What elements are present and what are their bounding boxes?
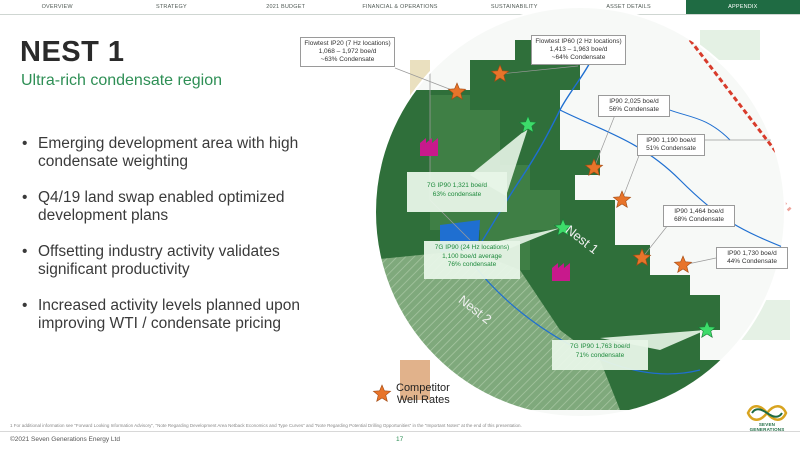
nav-financial-operations[interactable]: FINANCIAL & OPERATIONS xyxy=(362,4,438,10)
competitor-star-icon xyxy=(447,82,467,100)
footer-divider xyxy=(0,431,800,432)
logo-mark-icon xyxy=(746,405,788,421)
callout-pointer xyxy=(600,330,706,350)
legend-line: Well Rates xyxy=(396,394,450,406)
callout-ip90-1464: IP90 1,464 boe/d 68% Condensate xyxy=(663,205,735,227)
nav-strategy[interactable]: STRATEGY xyxy=(156,4,187,10)
nav-asset-details[interactable]: ASSET DETAILS xyxy=(606,4,651,10)
map-legend: Competitor Well Rates xyxy=(368,380,498,410)
callout-line: ~64% Condensate xyxy=(551,54,606,61)
callout-7g-1321: 7G IP90 1,321 boe/d 63% condensate xyxy=(407,172,507,212)
river xyxy=(559,109,785,251)
footnote: 1 For additional information see "Forwar… xyxy=(10,423,522,428)
top-nav: OVERVIEW STRATEGY 2021 BUDGET FINANCIAL … xyxy=(0,0,800,15)
callout-line: IP90 1,730 boe/d xyxy=(727,250,777,257)
callout-line: 7G IP90 (24 Hz locations) xyxy=(434,244,510,251)
pipeline xyxy=(688,39,785,171)
competitor-star-icon xyxy=(372,384,392,402)
callout-line: 7G IP90 1,763 boe/d xyxy=(570,343,630,350)
callout-line: 1,068 – 1,972 boe/d xyxy=(318,48,377,55)
callout-ip90-1730: IP90 1,730 boe/d 44% Condensate xyxy=(716,247,788,269)
callout-line: 1,100 boe/d average xyxy=(442,252,502,260)
callout-line: 7G IP90 1,321 boe/d xyxy=(427,182,487,189)
bullet-item: Increased activity levels planned upon i… xyxy=(22,297,322,333)
bullet-item: Q4/19 land swap enabled optimized develo… xyxy=(22,189,322,225)
copyright: ©2021 Seven Generations Energy Ltd xyxy=(10,436,120,443)
logo-text: SEVEN GENERATIONS xyxy=(749,422,785,432)
competitor-star-icon xyxy=(490,64,510,82)
competitor-star-icon xyxy=(673,255,693,273)
callout-line: IP90 2,025 boe/d xyxy=(609,98,659,105)
nav-overview[interactable]: OVERVIEW xyxy=(41,4,73,10)
callout-line: IP90 1,464 boe/d xyxy=(674,208,724,215)
legend-label: Competitor Well Rates xyxy=(396,382,450,406)
callout-line: 51% Condensate xyxy=(646,145,696,152)
callout-flowtest-ip20: Flowtest IP20 (7 Hz locations) 1,068 – 1… xyxy=(300,37,395,67)
competitor-star-icon xyxy=(584,158,604,176)
callout-7g-1763: 7G IP90 1,763 boe/d 71% condensate xyxy=(552,340,648,370)
nav-sustainability[interactable]: SUSTAINABILITY xyxy=(490,4,538,10)
legend-line: Competitor xyxy=(396,382,450,394)
facility-icon xyxy=(552,263,570,281)
river xyxy=(469,39,601,261)
nav-2021-budget[interactable]: 2021 BUDGET xyxy=(266,4,306,10)
slide-subtitle: Ultra-rich condensate region xyxy=(21,72,222,89)
competitor-star-icon xyxy=(612,190,632,208)
callout-line: 68% Condensate xyxy=(674,216,724,223)
callout-ip90-1190: IP90 1,190 boe/d 51% Condensate xyxy=(637,134,705,156)
callout-line: 63% condensate xyxy=(432,190,482,198)
callout-line: ~63% Condensate xyxy=(320,56,375,63)
callout-flowtest-ip60: Flowtest IP60 (2 Hz locations) 1,413 – 1… xyxy=(531,35,626,65)
competitor-star-icon xyxy=(632,248,652,266)
callout-7g-1100: 7G IP90 (24 Hz locations) 1,100 boe/d av… xyxy=(424,241,520,279)
callout-line: IP90 1,190 boe/d xyxy=(646,137,696,144)
callout-line: 1,413 – 1,963 boe/d xyxy=(549,46,608,53)
slide-title: NEST 1 xyxy=(20,36,125,68)
callout-ip90-2025: IP90 2,025 boe/d 56% Condensate xyxy=(598,95,670,117)
callout-line: Flowtest IP60 (2 Hz locations) xyxy=(535,38,622,45)
callout-line: 44% Condensate xyxy=(727,258,777,265)
facility-icon xyxy=(420,138,438,156)
bullet-list: Emerging development area with high cond… xyxy=(22,135,322,351)
bullet-item: Offsetting industry activity validates s… xyxy=(22,243,322,279)
callout-line: 76% condensate xyxy=(447,261,497,268)
7g-well-star-icon xyxy=(553,218,573,236)
callout-line: 56% Condensate xyxy=(609,106,659,113)
7g-well-star-icon xyxy=(518,115,538,133)
company-logo: SEVEN GENERATIONS xyxy=(742,402,792,442)
bullet-item: Emerging development area with high cond… xyxy=(22,135,322,171)
page-number: 17 xyxy=(396,436,404,443)
circle-border xyxy=(374,6,786,418)
callout-line: Flowtest IP20 (7 Hz locations) xyxy=(304,40,391,47)
nav-appendix[interactable]: APPENDIX xyxy=(685,0,800,14)
7g-well-star-icon xyxy=(697,320,717,338)
callout-line: 71% condensate xyxy=(575,351,625,359)
